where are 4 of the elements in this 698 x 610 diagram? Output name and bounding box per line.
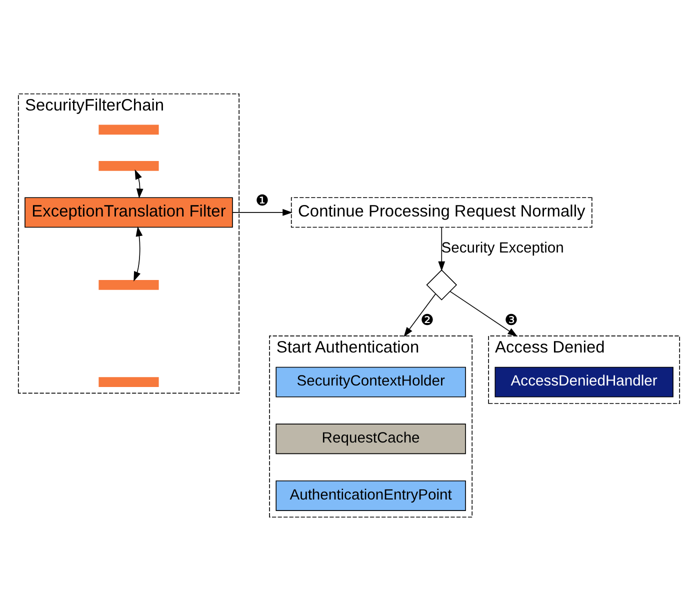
edge-label: Security Exception (441, 240, 564, 256)
edge-label: ❷ (420, 312, 434, 328)
edge-label: ❶ (255, 192, 268, 209)
edge-label: ❸ (504, 312, 518, 328)
